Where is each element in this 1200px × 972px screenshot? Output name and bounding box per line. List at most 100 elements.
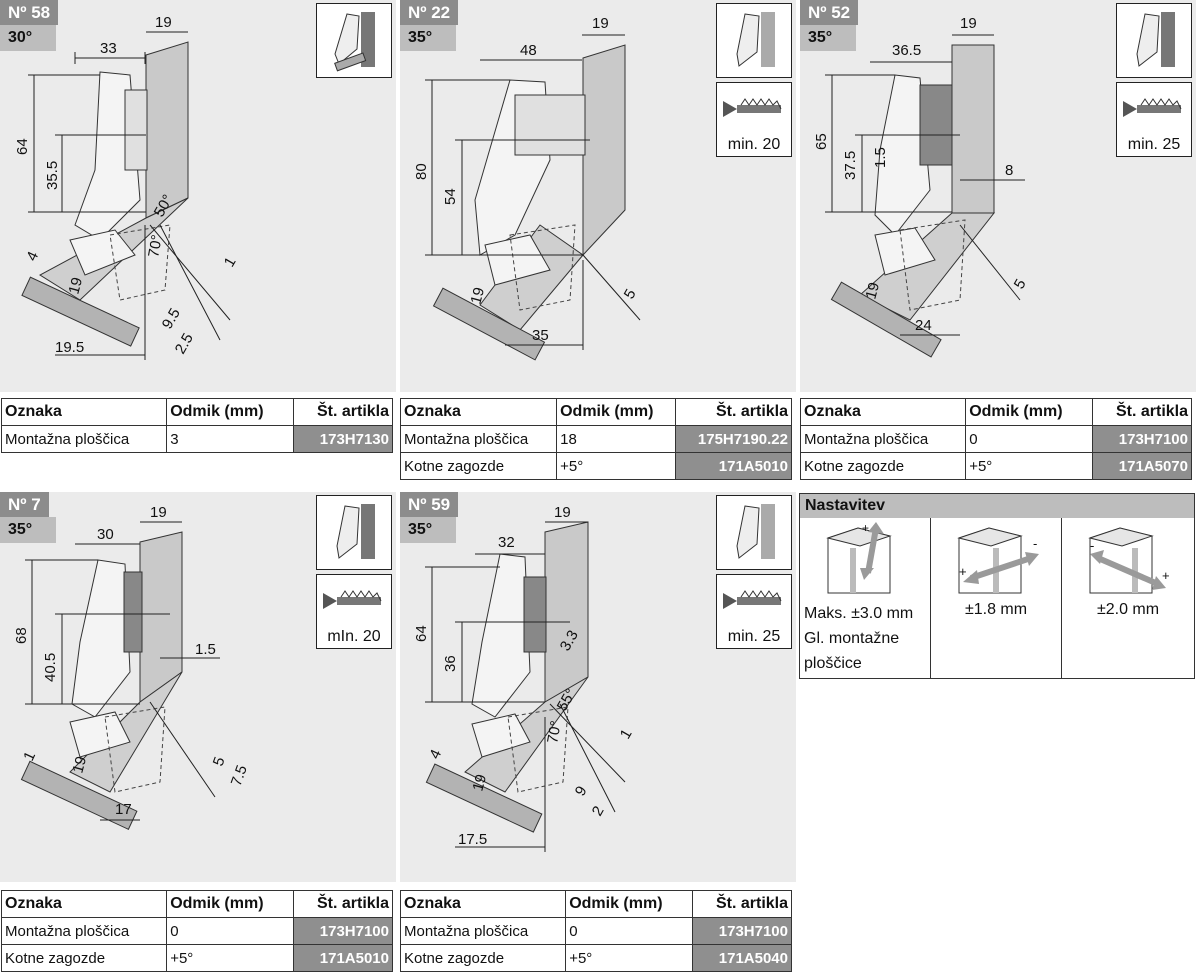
dim-375-52: 37.5 — [842, 151, 859, 180]
spec-table-52: Oznaka Odmik (mm) Št. artikla Montažna p… — [799, 398, 1192, 480]
dim-68-7: 68 — [13, 627, 30, 644]
dim-15-52: 1.5 — [872, 147, 889, 168]
dim-15-7: 1.5 — [195, 641, 216, 658]
dim-365-52: 36.5 — [892, 42, 921, 59]
height-range: ±2.0 mm — [1096, 601, 1160, 618]
dim-35-22: 35 — [532, 327, 549, 344]
dim-19b-58: 19 — [65, 276, 86, 297]
col-artikel: Št. artikla — [292, 398, 393, 426]
screw-icon-52: min. 25 — [1116, 82, 1192, 157]
screw-icon-7: mIn. 20 — [316, 574, 392, 649]
dim-19-58: 19 — [155, 14, 172, 31]
dim-75-7: 7.5 — [228, 763, 251, 788]
panel-52: 19 36.5 65 37.5 1.5 8 19 5 24 Nº 52 35° … — [800, 0, 1196, 392]
dim-19-52: 19 — [960, 15, 977, 32]
svg-text:-: - — [1033, 536, 1037, 551]
dim-5-52: 5 — [1011, 276, 1030, 292]
adjustment-side: +- ±1.8 mm — [931, 518, 1062, 678]
dim-32-59: 32 — [498, 534, 515, 551]
dim-95-58: 9.5 — [159, 305, 184, 332]
screw-icon-59: min. 25 — [716, 574, 792, 649]
screw-icon-22: min. 20 — [716, 82, 792, 157]
adjustment-title: Nastavitev — [800, 494, 1194, 518]
dim-5-7: 5 — [210, 755, 229, 769]
dim-5-22: 5 — [621, 286, 640, 302]
dim-70-59: 70° — [544, 719, 565, 744]
dim-64-59: 64 — [413, 625, 430, 642]
hinge-drawing-7: 19 30 68 40.5 1.5 1 19 5 7.5 17 — [13, 504, 251, 830]
screw-length-22: min. 20 — [727, 136, 781, 153]
side-adjust-icon: +- — [957, 527, 1039, 594]
dim-2-59: 2 — [589, 803, 608, 819]
dim-19b-59: 19 — [469, 773, 490, 794]
hinge-drawing-59: 19 32 64 36 3.3 55° 70° 1 4 19 9 2 17.5 — [413, 504, 636, 852]
panel-59: 19 32 64 36 3.3 55° 70° 1 4 19 9 2 17.5 … — [400, 492, 796, 882]
table-row: Kotne zagozde +5° 171A5070 — [799, 452, 1192, 480]
table-row: Montažna ploščica 0 173H7100 — [0, 917, 393, 945]
dim-30-7: 30 — [97, 526, 114, 543]
panel-angle-59: 35° — [400, 517, 456, 543]
dim-80-22: 80 — [413, 163, 430, 180]
hinge-type-icon-7 — [316, 495, 392, 570]
dim-64-58: 64 — [14, 138, 31, 155]
dim-19b-22: 19 — [467, 286, 488, 307]
table-row: Montažna ploščica 3 173H7130 — [0, 425, 393, 453]
table-row: Kotne zagozde +5° 171A5010 — [399, 452, 792, 480]
svg-text:+: + — [1162, 568, 1170, 583]
dim-355-58: 35.5 — [44, 161, 61, 190]
spec-table-22: Oznaka Odmik (mm) Št. artikla Montažna p… — [399, 398, 792, 480]
article-number: 173H7130 — [292, 425, 393, 453]
table-row: Montažna ploščica 18 175H7190.22 — [399, 425, 792, 453]
dim-19-22: 19 — [592, 15, 609, 32]
dim-25-58: 2.5 — [172, 330, 197, 357]
hinge-type-icon-59 — [716, 495, 792, 570]
table-row: Montažna ploščica 0 173H7100 — [799, 425, 1192, 453]
dim-1-59: 1 — [617, 726, 636, 742]
panel-22: 19 48 80 54 19 5 35 Nº 22 35° min. 20 — [400, 0, 796, 392]
screw-length-7: mIn. 20 — [327, 628, 381, 645]
dim-19b-52: 19 — [862, 281, 883, 302]
dim-1-58: 1 — [221, 254, 240, 270]
dim-17-7: 17 — [115, 801, 132, 818]
dim-1-7: 1 — [20, 749, 39, 764]
depth-range: Maks. ±3.0 mm Gl. montažne ploščice — [804, 605, 914, 672]
hinge-drawing-52: 19 36.5 65 37.5 1.5 8 19 5 24 — [813, 15, 1030, 358]
table-row: Montažna ploščica 0 173H7100 — [399, 917, 792, 945]
panel-number-59: Nº 59 — [400, 492, 459, 517]
spec-table-59: Oznaka Odmik (mm) Št. artikla Montažna p… — [399, 890, 792, 972]
panel-number-22: Nº 22 — [400, 0, 459, 25]
screw-length-59: min. 25 — [727, 628, 781, 645]
panel-number-58: Nº 58 — [0, 0, 59, 25]
screw-length-52: min. 25 — [1127, 136, 1181, 153]
dim-19-59: 19 — [554, 504, 571, 521]
table-row: Kotne zagozde +5° 171A5010 — [0, 944, 393, 972]
hinge-drawing-58: 19 33 64 35.5 50° 70° 4 19 1 9.5 2.5 19.… — [14, 14, 240, 360]
panel-7: 19 30 68 40.5 1.5 1 19 5 7.5 17 Nº 7 35°… — [0, 492, 396, 882]
hinge-type-icon-52 — [1116, 3, 1192, 78]
depth-adjust-icon: + — [826, 521, 892, 594]
spec-table-7: Oznaka Odmik (mm) Št. artikla Montažna p… — [0, 890, 393, 972]
hinge-type-icon-58 — [316, 3, 392, 78]
table-row: Kotne zagozde +5° 171A5040 — [399, 944, 792, 972]
dim-36-59: 36 — [442, 655, 459, 672]
panel-angle-7: 35° — [0, 517, 56, 543]
adjustment-box: Nastavitev + Maks. ±3.0 mm Gl. montažne … — [799, 493, 1195, 679]
hinge-type-icon-22 — [716, 3, 792, 78]
spec-table-58: Oznaka Odmik (mm) Št. artikla Montažna p… — [0, 398, 393, 453]
dim-54-22: 54 — [442, 188, 459, 205]
dim-70-58: 70° — [145, 233, 166, 258]
dim-405-7: 40.5 — [42, 653, 59, 682]
dim-195-58: 19.5 — [55, 339, 84, 356]
svg-text:-: - — [1090, 538, 1094, 553]
panel-angle-22: 35° — [400, 25, 456, 51]
adjustment-height: - + ±2.0 mm — [1062, 518, 1194, 678]
adjustment-depth: + Maks. ±3.0 mm Gl. montažne ploščice — [800, 518, 931, 678]
dim-9-59: 9 — [572, 783, 591, 799]
dim-48-22: 48 — [520, 42, 537, 59]
dim-175-59: 17.5 — [458, 831, 487, 848]
svg-text:+: + — [959, 564, 967, 579]
dim-4-59: 4 — [426, 747, 445, 762]
svg-text:+: + — [862, 521, 869, 535]
panel-angle-52: 35° — [800, 25, 856, 51]
dim-19-7: 19 — [150, 504, 167, 521]
